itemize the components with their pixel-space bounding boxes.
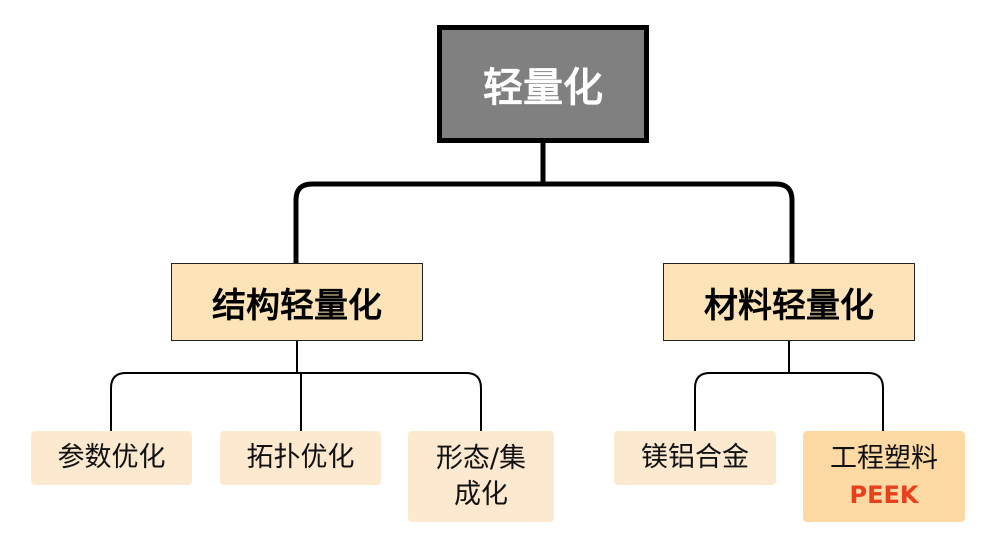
root-to-branches-connector: [293, 140, 795, 266]
leaf-node-topology-optimization: 拓扑优化: [220, 431, 381, 485]
root-node: 轻量化: [437, 25, 649, 143]
branch-label-material: 材料轻量化: [704, 285, 874, 326]
branch-node-structure: 结构轻量化: [171, 263, 423, 341]
leaf-label-line-2: 成化: [454, 478, 508, 510]
leaf-node-parameter-optimization: 参数优化: [31, 431, 192, 485]
leaf-label: 参数优化: [57, 442, 166, 473]
root-label: 轻量化: [483, 65, 603, 111]
leaf-node-engineering-plastics: 工程塑料 PEEK: [803, 431, 965, 522]
leaf-node-form-integration: 形态/集 成化: [408, 431, 554, 522]
leaf-label: 镁铝合金: [641, 442, 749, 473]
leaf-node-magnesium-aluminum-alloy: 镁铝合金: [614, 431, 776, 485]
branch-node-material: 材料轻量化: [663, 263, 915, 341]
leaf-label-line-1: 形态/集: [435, 442, 527, 474]
material-to-leaves-connector: [694, 340, 884, 432]
leaf-label: 拓扑优化: [246, 442, 355, 473]
highlight-label-peek: PEEK: [849, 480, 919, 509]
structure-to-leaves-connector: [110, 340, 482, 432]
branch-label-structure: 结构轻量化: [212, 285, 382, 326]
leaf-label: 工程塑料: [830, 442, 938, 474]
